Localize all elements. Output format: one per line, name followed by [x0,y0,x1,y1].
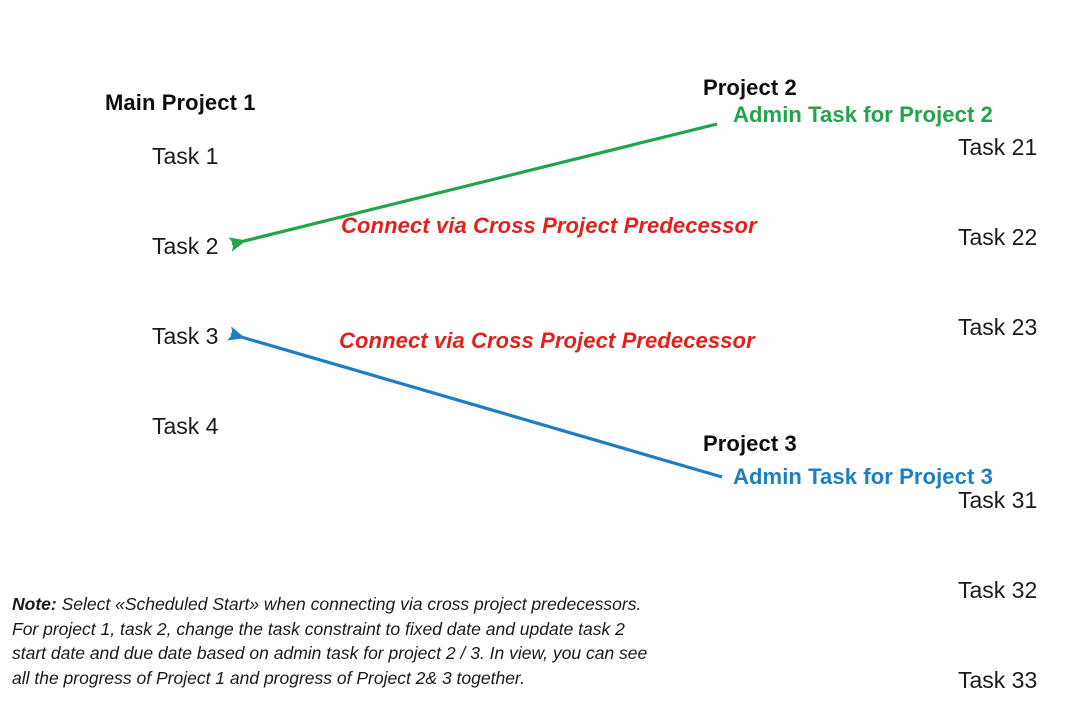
task-label-task-21: Task 21 [958,134,1038,160]
heading-main-project-1: Main Project 1 [105,90,256,115]
note-label: Note: [12,594,57,614]
task-label-task-4: Task 4 [152,413,219,439]
heading-project-3: Project 3 [703,431,797,456]
task-label-task-32: Task 32 [958,577,1038,603]
annotation-cross-project-predecessor-1: Connect via Cross Project Predecessor [341,213,757,238]
admin-task-project-2: Admin Task for Project 2 [733,102,993,127]
task-label-task-23: Task 23 [958,314,1038,340]
task-label-task-2: Task 2 [152,233,219,259]
note-block: Note: Select «Scheduled Start» when conn… [12,592,702,690]
task-label-task-22: Task 22 [958,224,1038,250]
annotation-cross-project-predecessor-2: Connect via Cross Project Predecessor [339,328,755,353]
note-line-1-text: Select «Scheduled Start» when connecting… [56,594,642,614]
note-line-4: all the progress of Project 1 and progre… [12,667,525,688]
connector-project3-to-task3 [227,326,723,479]
note-line-1: Note: Select «Scheduled Start» when conn… [12,592,702,617]
heading-project-2: Project 2 [703,75,797,100]
admin-task-project-3: Admin Task for Project 3 [733,464,993,489]
note-line-2: For project 1, task 2, change the task c… [12,618,625,639]
task-label-task-1: Task 1 [152,143,219,169]
task-label-task-33: Task 33 [958,667,1038,693]
task-label-task-31: Task 31 [958,487,1038,513]
note-line-3: start date and due date based on admin t… [12,643,648,663]
task-label-task-3: Task 3 [152,323,219,349]
